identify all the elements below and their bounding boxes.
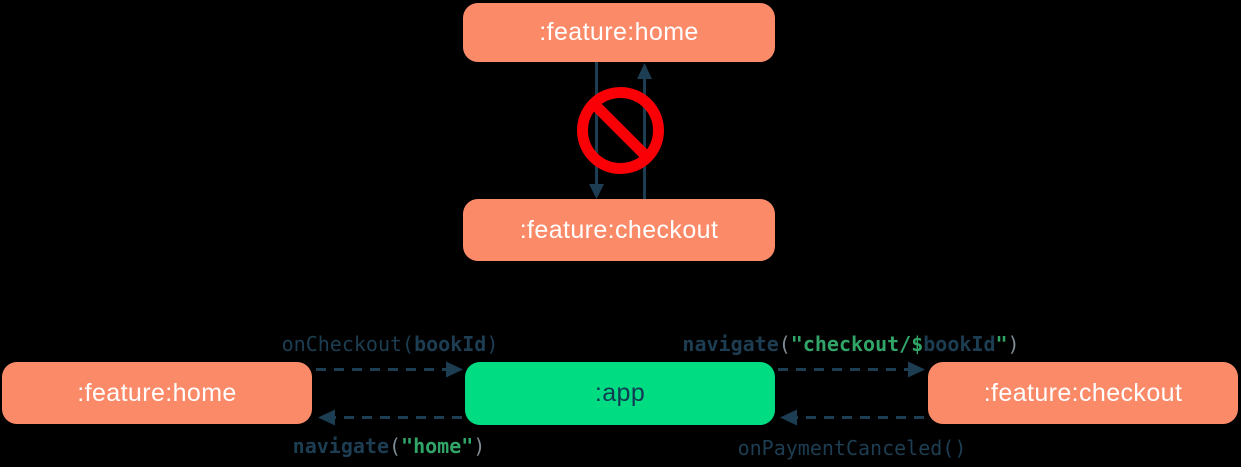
arrow-navigate-home bbox=[318, 409, 462, 426]
argument: bookId bbox=[414, 332, 487, 356]
paren: ) bbox=[473, 434, 486, 458]
paren: ) bbox=[486, 332, 499, 356]
navigate-home-call-label: navigate("home") bbox=[293, 434, 486, 458]
template-var: bookId bbox=[923, 332, 996, 356]
fn-name: onPaymentCanceled bbox=[737, 436, 943, 460]
dependency-arrow-home-to-checkout bbox=[589, 62, 604, 199]
fn-name: onCheckout bbox=[281, 332, 403, 356]
oncheckout-call-label: onCheckout(bookId) bbox=[282, 332, 499, 356]
template-dollar: $ bbox=[911, 332, 924, 356]
fn-name: navigate bbox=[682, 332, 779, 356]
paren: ( bbox=[778, 332, 791, 356]
string-literal: "home" bbox=[401, 434, 474, 458]
app-node: :app bbox=[465, 362, 775, 425]
bottom-feature-checkout-node: :feature:checkout bbox=[928, 362, 1238, 424]
no-entry-icon bbox=[577, 87, 664, 174]
string-literal: "checkout/ bbox=[790, 332, 912, 356]
navigate-checkout-call-label: navigate("checkout/$bookId") bbox=[682, 332, 1019, 356]
bottom-feature-home-node: :feature:home bbox=[2, 362, 312, 424]
fn-name: navigate bbox=[292, 434, 389, 458]
paren: ) bbox=[1007, 332, 1020, 356]
arrow-oncheckout bbox=[316, 361, 463, 378]
string-literal: " bbox=[995, 332, 1008, 356]
onpaymentcanceled-call-label: onPaymentCanceled() bbox=[738, 436, 967, 460]
top-feature-checkout-node: :feature:checkout bbox=[463, 199, 775, 261]
paren: ( bbox=[402, 332, 415, 356]
arrow-navigate-checkout bbox=[778, 361, 925, 378]
arrow-onpaymentcanceled bbox=[780, 409, 924, 426]
dependency-arrow-checkout-to-home bbox=[637, 63, 652, 199]
top-feature-home-node: :feature:home bbox=[463, 3, 775, 62]
paren: ( bbox=[388, 434, 402, 458]
paren: () bbox=[942, 436, 967, 460]
